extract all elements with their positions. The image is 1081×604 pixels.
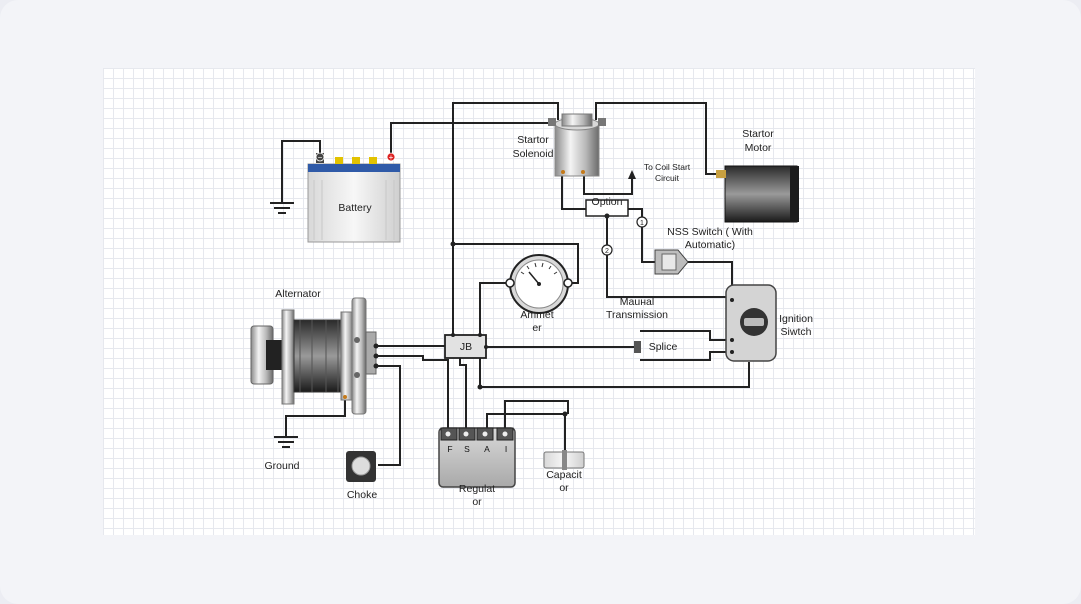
reg-terminal-s: S xyxy=(464,444,470,454)
nss-switch[interactable] xyxy=(654,249,689,275)
node-1: 1 xyxy=(636,216,648,228)
choke-label: Choke xyxy=(347,489,378,501)
svg-text:2: 2 xyxy=(605,248,609,255)
ammeter-label-2: er xyxy=(532,322,542,334)
junction-block[interactable]: JB xyxy=(444,333,488,359)
starter-motor-label-2: Motor xyxy=(745,142,772,154)
alternator[interactable] xyxy=(250,297,379,415)
regulator-label-2: or xyxy=(472,496,482,508)
arrow-up-icon xyxy=(628,170,636,179)
manual-transmission-label-1: Mauнal xyxy=(620,296,654,308)
ignition-switch-label-2: Siwtch xyxy=(781,326,812,338)
to-coil-label-2: Circuit xyxy=(655,173,680,183)
ground-label: Ground xyxy=(264,460,299,472)
splice[interactable] xyxy=(634,341,641,353)
reg-terminal-i: I xyxy=(505,444,507,454)
svg-text:+: + xyxy=(389,153,394,162)
reg-terminal-f: F xyxy=(447,444,452,454)
to-coil-label-1: To Coil Start xyxy=(644,162,691,172)
regulator-label-1: Regulat xyxy=(459,483,495,495)
regulator[interactable]: F S A I xyxy=(438,427,516,488)
node-2: 2 xyxy=(601,244,613,256)
battery[interactable]: − + Battery xyxy=(307,152,401,243)
ignition-switch-label-1: Ignition xyxy=(779,313,813,325)
wires xyxy=(281,102,750,466)
nss-switch-label-2: Automatic) xyxy=(685,239,735,251)
starter-solenoid-label-2: Solenoid xyxy=(513,148,554,160)
ground-icon xyxy=(270,202,294,214)
ammeter[interactable] xyxy=(505,254,573,314)
ammeter-label-1: Ammet xyxy=(520,309,553,321)
ignition-switch[interactable] xyxy=(725,284,777,362)
starter-solenoid[interactable] xyxy=(548,113,606,177)
choke[interactable] xyxy=(346,451,376,482)
capacitor-label-1: Capacit xyxy=(546,469,582,481)
starter-motor-label-1: Startor xyxy=(742,128,774,140)
svg-text:1: 1 xyxy=(640,220,644,227)
capacitor-label-2: or xyxy=(559,482,569,494)
svg-text:−: − xyxy=(318,153,323,162)
battery-label: Battery xyxy=(338,202,372,214)
option-block[interactable]: Option xyxy=(585,196,629,217)
capacitor[interactable] xyxy=(543,450,585,470)
manual-transmission-label-2: Transmission xyxy=(606,309,668,321)
starter-solenoid-label-1: Startor xyxy=(517,134,549,146)
alternator-label: Alternator xyxy=(275,288,321,300)
reg-terminal-a: A xyxy=(484,444,490,454)
splice-label: Splice xyxy=(649,341,678,353)
starter-motor[interactable] xyxy=(716,165,799,223)
ground-icon xyxy=(274,436,298,448)
option-label: Option xyxy=(592,196,623,208)
jb-label: JB xyxy=(460,341,472,353)
nss-switch-label-1: NSS Switch ( With xyxy=(667,226,753,238)
junction-dots xyxy=(450,213,610,417)
